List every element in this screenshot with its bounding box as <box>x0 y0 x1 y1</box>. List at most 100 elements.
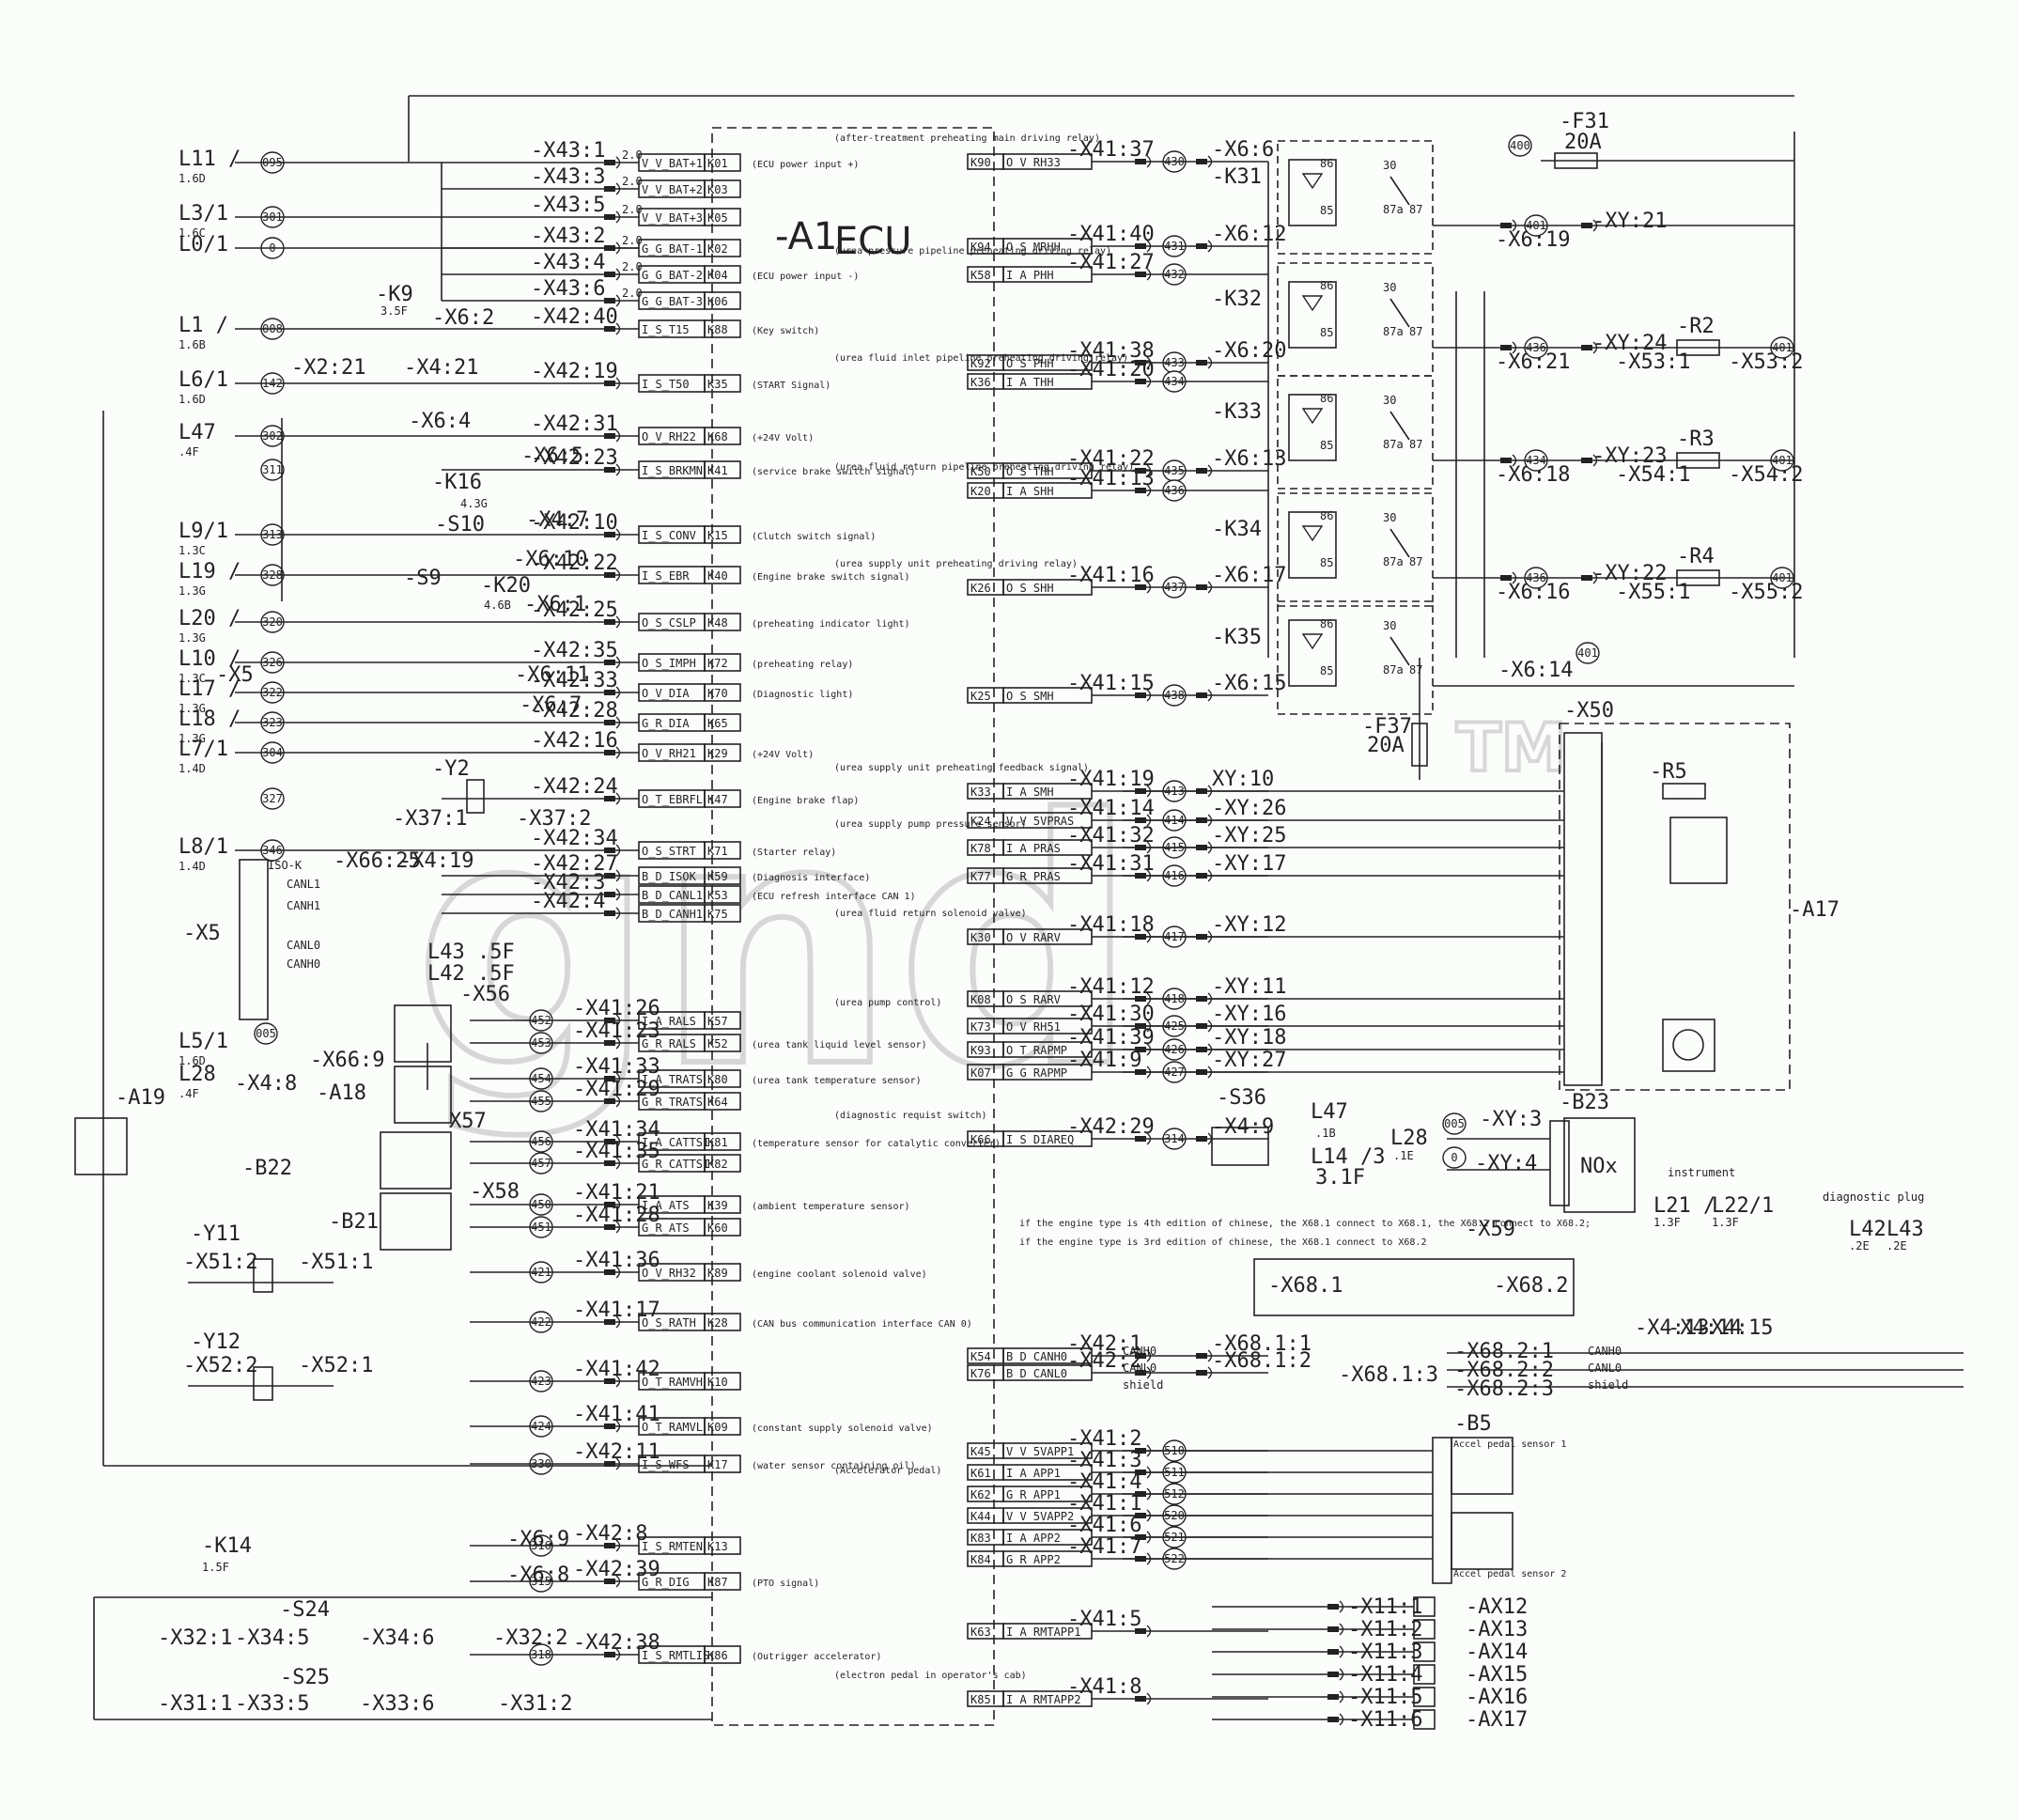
ecu-signal-name: V_V_BAT+1 <box>642 157 703 170</box>
destination-label: -X6:15 <box>1212 672 1286 695</box>
can-label: CANL0 <box>287 939 320 952</box>
node-sheet-ref: .4F <box>179 1087 199 1100</box>
connector-label: -X41:36 <box>573 1249 660 1272</box>
connector-label: -X37:1 <box>393 807 467 831</box>
pressure-sensor-icon <box>1669 817 1728 884</box>
ecu-pin-cell <box>704 179 741 198</box>
ecu-pin-cell <box>704 208 741 226</box>
ecu-signal-name: I_A_THH <box>1006 376 1054 389</box>
connector-label: -X6:11 <box>515 663 589 687</box>
connector-label: -X54:1 <box>1616 463 1690 487</box>
ecu-pin-number: K65 <box>707 717 728 730</box>
ecu-signal-name: I_S_RMTEN <box>642 1540 703 1553</box>
valve-coil <box>253 1366 273 1401</box>
switch-name: -S24 <box>280 1598 330 1622</box>
relay-terminal: 30 <box>1383 394 1396 407</box>
ecu-pin-number: K81 <box>707 1136 728 1149</box>
wire-size: 2.0 <box>622 175 643 188</box>
fuse-rating: 20A <box>1564 131 1602 154</box>
accel-sensor-2-label: Accel pedal sensor 2 <box>1453 1569 1566 1579</box>
ecu-signal-name: G_G_RAPMP <box>1006 1066 1067 1080</box>
destination-label: -X6:17 <box>1212 564 1286 587</box>
ecu-signal-name: O_S_CSLP <box>642 616 696 630</box>
ecu-signal-name: I_S_BRKMN <box>642 464 703 477</box>
ecu-pin-number: K15 <box>707 529 728 542</box>
can-label: CANL1 <box>287 878 320 891</box>
node-sheet-ref: .2E <box>1886 1239 1907 1252</box>
ecu-signal-name: I_A_PRAS <box>1006 842 1061 855</box>
ecu-signal-name: B_D_ISOK <box>642 870 697 883</box>
connector-label-x5: -X5 <box>183 922 221 945</box>
ecu-pin-cell <box>704 1069 741 1088</box>
ecu-pin-cell <box>704 841 741 860</box>
ecu-pin-cell <box>704 1313 741 1331</box>
connector-label: -X41:5 <box>1067 1608 1141 1631</box>
node-reference: L43 <box>1886 1218 1924 1241</box>
node-sheet-ref: 1.3G <box>179 732 206 745</box>
ecu-pin-number: K45 <box>970 1445 991 1458</box>
connector-label: -X41:18 <box>1067 913 1155 937</box>
ecu-pin-description: (Starter relay) <box>752 848 836 858</box>
ecu-pin-cell <box>704 1536 741 1555</box>
connector-label-x614: -X6:14 <box>1498 659 1573 682</box>
relay-coil <box>1288 159 1337 226</box>
resistor-name: -R5 <box>1650 760 1687 784</box>
ecu-pin-number: K17 <box>707 1458 728 1471</box>
node-sheet-ref: 1.3F <box>1712 1216 1739 1229</box>
connector-label: -X42:38 <box>573 1631 660 1655</box>
connector-label: -X42:8 <box>573 1522 647 1546</box>
ecu-pin-description: (Engine brake switch signal) <box>752 572 910 583</box>
ecu-pin-number: K30 <box>970 931 991 944</box>
relay-terminal: 87a <box>1383 555 1404 568</box>
ecu-signal-name: I_S_RMTLIS <box>642 1649 709 1662</box>
connector-label: -X42:29 <box>1067 1115 1155 1139</box>
ecu-pin-description: (ECU refresh interface CAN 1) <box>752 892 916 902</box>
connector-label: -X6:8 <box>507 1563 569 1587</box>
connector-label: -X68.2:1 <box>1454 1340 1554 1363</box>
ecu-pin-number: K03 <box>707 183 728 196</box>
ambient-temp-sensor-box <box>380 1192 452 1251</box>
destination-label: XY:10 <box>1212 768 1274 791</box>
ecu-pin-number: K52 <box>707 1037 728 1050</box>
connector-label: -X42:31 <box>531 412 618 436</box>
node-reference: L28 <box>179 1063 216 1086</box>
connector-label: -X43:3 <box>531 165 605 189</box>
ecu-pin-cell <box>704 1092 741 1111</box>
ecu-signal-name: O_T_EBRFL <box>642 793 703 806</box>
connector-label: -X33:6 <box>360 1692 434 1716</box>
node-reference: L47 <box>179 421 216 444</box>
node-sheet-ref: 1.6D <box>179 1054 206 1067</box>
ecu-pin-description: (Outrigger accelerator) <box>752 1652 881 1662</box>
relay-name: -K20 <box>481 574 531 598</box>
ecu-pin-number: K26 <box>970 582 991 595</box>
valve-name: -Y2 <box>432 757 470 781</box>
node-reference: L9/1 <box>179 520 228 543</box>
connector-label: -X55:1 <box>1616 581 1690 604</box>
connector-label: -X66:9 <box>310 1049 384 1072</box>
connector-label: -X42:11 <box>573 1440 660 1464</box>
ecu-pin-cell <box>704 1372 741 1391</box>
relay-terminal: 85 <box>1320 664 1333 677</box>
relay-terminal: 87a <box>1383 203 1404 216</box>
ecu-pin-number: K40 <box>707 569 728 583</box>
ecu-signal-name: O_V_DIA <box>642 687 690 700</box>
relay-terminal: 87a <box>1383 325 1404 338</box>
connector-label: -X41:6 <box>1067 1514 1141 1537</box>
relay-terminal: 87 <box>1409 325 1422 338</box>
edition-note-2: if the engine type is 3rd edition of chi… <box>1019 1237 1426 1248</box>
connector-label: -X68.2:3 <box>1454 1377 1554 1401</box>
node-reference: L7/1 <box>179 738 228 761</box>
ecu-signal-name: I_S_DIAREQ <box>1006 1133 1074 1146</box>
connector-label: -X41:8 <box>1067 1675 1141 1699</box>
x50-connector <box>1563 732 1603 1086</box>
ecu-pin-cell <box>704 613 741 631</box>
ecu-pin-number: K64 <box>707 1096 728 1109</box>
connector-label: -X66:25 <box>334 849 421 873</box>
relay-contact <box>1389 411 1410 441</box>
connector-label: -X41:14 <box>1067 797 1155 820</box>
destination-label: -XY:26 <box>1212 797 1286 820</box>
ecu-pin-number: K93 <box>970 1044 991 1057</box>
connector-label-x59: -X59 <box>1466 1218 1515 1241</box>
node-sheet-ref: .1B <box>1315 1127 1336 1140</box>
